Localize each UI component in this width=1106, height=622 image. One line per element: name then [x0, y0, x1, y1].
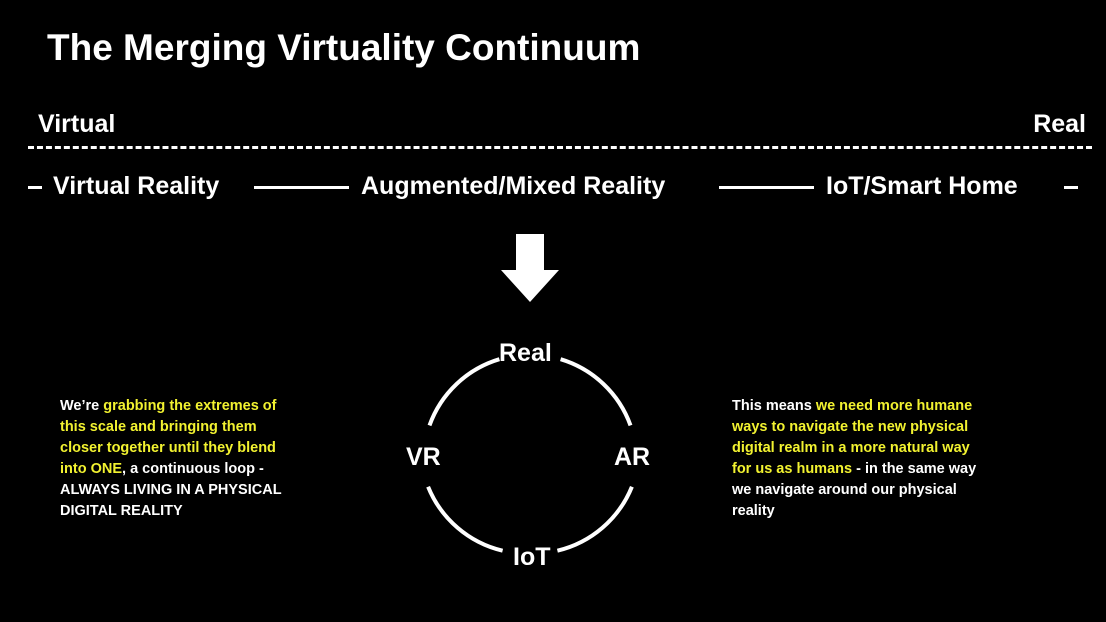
note-text: ALWAYS LIVING IN A PHYSICAL — [60, 482, 282, 498]
continuum-dashed-line — [28, 146, 1092, 149]
cycle-arc-bottom-left — [426, 485, 504, 553]
scale-right-label: Real — [1033, 110, 1086, 138]
scale-left-label: Virtual — [38, 110, 116, 138]
note-text: We’re — [60, 398, 104, 414]
spectrum-connector — [28, 186, 42, 189]
cycle-label-ar: AR — [614, 443, 651, 471]
note-text: , a continuous loop - — [122, 461, 264, 477]
note-text: DIGITAL REALITY — [60, 503, 183, 519]
cycle-label-vr: VR — [406, 443, 441, 471]
spectrum-item-vr: Virtual Reality — [53, 172, 220, 200]
highlighted-text: ways to navigate the new physical — [732, 419, 969, 435]
note-line: ALWAYS LIVING IN A PHYSICAL — [60, 480, 282, 501]
note-text: - in the same way — [852, 461, 977, 477]
slide-title: The Merging Virtuality Continuum — [47, 27, 641, 68]
note-text: This means — [732, 398, 816, 414]
note-line: reality — [732, 501, 976, 522]
highlighted-text: we need more humane — [815, 398, 973, 414]
note-line: for us as humans - in the same way — [732, 459, 976, 480]
continuum-cycle: Real AR IoT VR — [380, 322, 680, 582]
note-text: reality — [732, 503, 775, 519]
note-line: We’re grabbing the extremes of — [60, 396, 282, 417]
spectrum-connector — [254, 186, 349, 189]
note-line: we navigate around our physical — [732, 480, 976, 501]
cycle-label-iot: IoT — [513, 543, 551, 571]
down-arrow-icon — [501, 234, 559, 302]
highlighted-text: grabbing the extremes of — [103, 398, 277, 414]
cycle-arc-bottom-right — [556, 485, 634, 553]
note-text: we navigate around our physical — [732, 482, 957, 498]
cycle-arc-top-left — [427, 357, 500, 427]
right-note: This means we need more humane ways to na… — [732, 396, 976, 522]
spectrum-connector — [1064, 186, 1078, 189]
left-note: We’re grabbing the extremes of this scale… — [60, 396, 282, 522]
spectrum-item-iot: IoT/Smart Home — [826, 172, 1018, 200]
highlighted-text: digital realm in a more natural way — [732, 440, 970, 456]
spectrum-row: Virtual Reality Augmented/Mixed Reality … — [0, 170, 1106, 204]
note-line: into ONE, a continuous loop - — [60, 459, 282, 480]
highlighted-text: into ONE — [60, 461, 123, 477]
highlighted-text: this scale and bringing them — [60, 419, 257, 435]
highlighted-text: for us as humans — [732, 461, 853, 477]
cycle-arc-top-right — [560, 357, 633, 427]
highlighted-text: closer together until they blend — [60, 440, 276, 456]
note-line: this scale and bringing them — [60, 417, 282, 438]
spectrum-item-ar: Augmented/Mixed Reality — [361, 172, 666, 200]
note-line: This means we need more humane — [732, 396, 976, 417]
note-line: DIGITAL REALITY — [60, 501, 282, 522]
note-line: digital realm in a more natural way — [732, 438, 976, 459]
cycle-label-real: Real — [499, 339, 552, 367]
note-line: closer together until they blend — [60, 438, 282, 459]
spectrum-connector — [719, 186, 814, 189]
note-line: ways to navigate the new physical — [732, 417, 976, 438]
